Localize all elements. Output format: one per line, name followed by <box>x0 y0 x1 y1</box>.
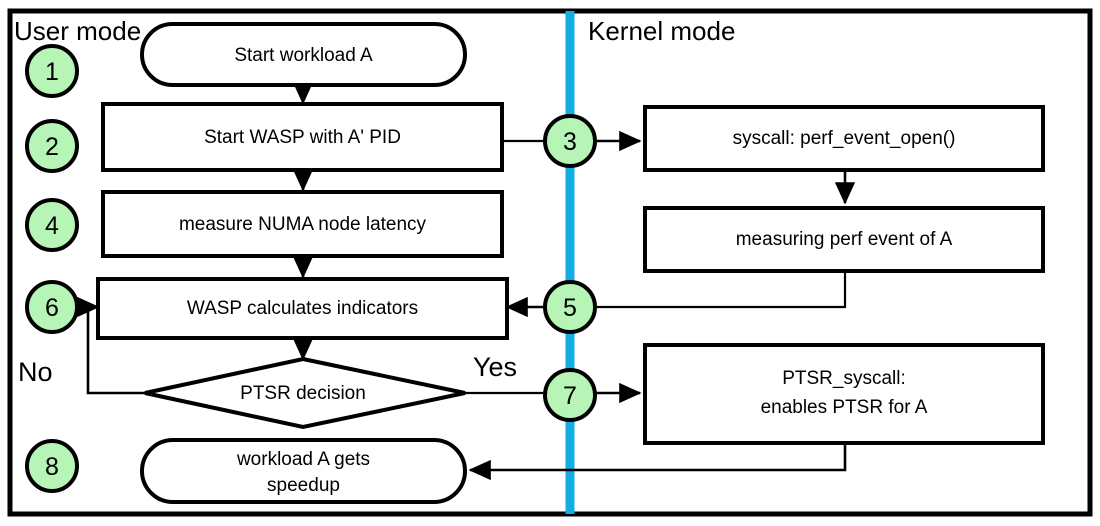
step-marker-1[interactable]: 1 <box>25 44 79 98</box>
node-start-wasp-label: Start WASP with A' PID <box>204 127 401 148</box>
step-marker-7-label: 7 <box>563 382 577 410</box>
edge-measuring-to-step5 <box>594 271 847 309</box>
step-marker-1-label: 1 <box>45 58 59 86</box>
node-workload-speedup[interactable]: workload A gets speedup <box>140 438 467 504</box>
node-perf-event-open[interactable]: syscall: perf_event_open() <box>643 105 1045 172</box>
step-marker-8[interactable]: 8 <box>25 439 79 493</box>
lane-label-user: User mode <box>14 16 141 46</box>
branch-label-yes: Yes <box>473 352 517 382</box>
node-measure-numa[interactable]: measure NUMA node latency <box>101 190 504 258</box>
node-start-wasp[interactable]: Start WASP with A' PID <box>101 102 504 172</box>
node-start-workload[interactable]: Start workload A <box>140 22 467 87</box>
step-marker-5-label: 5 <box>563 294 577 322</box>
step-marker-4-label: 4 <box>45 212 59 240</box>
step-marker-8-label: 8 <box>45 453 59 481</box>
step-marker-3-label: 3 <box>563 128 577 156</box>
node-measuring-perf[interactable]: measuring perf event of A <box>643 206 1045 273</box>
branch-label-no: No <box>18 357 53 387</box>
node-ptsr-syscall-label-line1: PTSR_syscall: <box>782 368 906 389</box>
node-wasp-calculates-label: WASP calculates indicators <box>187 298 418 319</box>
diagram-outer-frame <box>7 8 1093 517</box>
node-wasp-calculates[interactable]: WASP calculates indicators <box>96 277 509 340</box>
node-workload-speedup-label-line2: speedup <box>267 475 340 496</box>
step-marker-4[interactable]: 4 <box>25 198 79 252</box>
step-marker-2[interactable]: 2 <box>25 119 79 173</box>
node-ptsr-decision[interactable]: PTSR decision <box>144 356 466 430</box>
step-marker-2-label: 2 <box>45 133 59 161</box>
node-ptsr-syscall-label-line2: enables PTSR for A <box>761 397 928 418</box>
edge-decision-no-loop <box>77 296 145 395</box>
node-ptsr-decision-label: PTSR decision <box>240 383 366 404</box>
node-workload-speedup-label-line1: workload A gets <box>236 449 370 470</box>
node-measure-numa-label: measure NUMA node latency <box>179 214 427 235</box>
node-ptsr-syscall[interactable]: PTSR_syscall: enables PTSR for A <box>643 343 1045 445</box>
node-measuring-perf-label: measuring perf event of A <box>736 229 953 250</box>
step-marker-3[interactable]: 3 <box>543 114 597 168</box>
step-marker-6[interactable]: 6 <box>25 280 79 334</box>
step-marker-7[interactable]: 7 <box>543 368 597 422</box>
step-marker-5[interactable]: 5 <box>543 280 597 334</box>
lane-label-kernel: Kernel mode <box>588 16 735 46</box>
node-start-workload-label: Start workload A <box>234 45 373 66</box>
edge-ptsrsyscall-to-speedup <box>468 443 847 481</box>
node-perf-event-open-label: syscall: perf_event_open() <box>733 128 956 149</box>
step-marker-6-label: 6 <box>45 294 59 322</box>
